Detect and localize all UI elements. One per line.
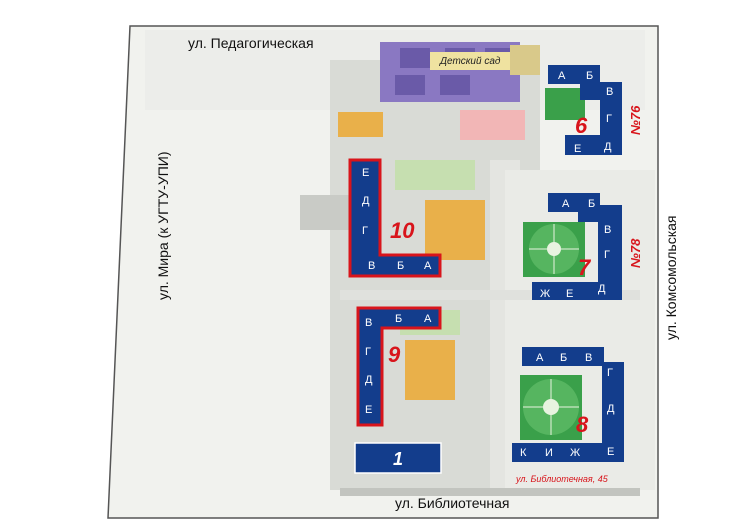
- building-7-number: 7: [578, 255, 592, 280]
- building-9-number: 9: [388, 342, 401, 367]
- building-7-section-zh: Ж: [540, 288, 550, 300]
- building-8-address: ул. Библиотечная, 45: [515, 474, 609, 484]
- park-8: [520, 375, 582, 440]
- building-8-section-zh: Ж: [570, 447, 580, 459]
- street-pedagogicheskaya: ул. Педагогическая: [188, 35, 314, 51]
- building-9: [356, 306, 442, 427]
- building-8-section-b: Б: [560, 352, 567, 364]
- building-9-section-v: В: [365, 317, 372, 329]
- orange-area-1: [338, 112, 383, 137]
- building-8-section-v: В: [585, 352, 592, 364]
- building-7-section-b: Б: [588, 198, 595, 210]
- building-10-section-b: Б: [397, 260, 404, 272]
- building-1-number: 1: [393, 449, 403, 469]
- building-10-section-v: В: [368, 260, 375, 272]
- building-9-section-a: А: [424, 313, 432, 325]
- building-9-section-d: Д: [365, 374, 373, 386]
- building-7-address: №78: [628, 238, 643, 268]
- park-6: [545, 88, 585, 120]
- street-bibliotechnaya: ул. Библиотечная: [395, 495, 509, 511]
- building-9-section-g: Г: [365, 346, 371, 358]
- green-courtyard-1: [395, 160, 475, 190]
- building-10-section-d: Д: [362, 195, 370, 207]
- building-9-section-e: Е: [365, 404, 372, 416]
- orange-area-2: [425, 200, 485, 260]
- building-7-section-e: Е: [566, 288, 573, 300]
- kindergarten-complex: [380, 42, 540, 102]
- building-10-section-e: Е: [362, 167, 369, 179]
- building-6-section-e: Е: [574, 143, 581, 155]
- building-7: [532, 193, 622, 300]
- building-6-section-v: В: [606, 86, 613, 98]
- street-mira: ул. Мира (к УГТУ-УПИ): [155, 151, 171, 300]
- building-8-section-d: Д: [607, 403, 615, 415]
- building-6-number: 6: [575, 113, 588, 138]
- kindergarten-label: Детский сад: [439, 56, 501, 67]
- building-6-section-b: Б: [586, 70, 593, 82]
- street-komsomolskaya: ул. Комсомольская: [663, 215, 679, 340]
- building-8-number: 8: [576, 412, 589, 437]
- building-7-section-d: Д: [598, 283, 606, 295]
- building-6-section-g: Г: [606, 113, 612, 125]
- building-6-address: №76: [628, 105, 643, 135]
- building-8-section-i: И: [545, 447, 553, 459]
- building-6-section-d: Д: [604, 141, 612, 153]
- building-10: [348, 158, 442, 278]
- building-8-section-g: Г: [607, 367, 613, 379]
- building-1: [354, 442, 442, 474]
- building-10-section-g: Г: [362, 225, 368, 237]
- building-6: [548, 65, 622, 155]
- building-6-section-a: А: [558, 70, 566, 82]
- park-7: [523, 222, 585, 277]
- building-10-section-a: А: [424, 260, 432, 272]
- sports-field: [460, 110, 525, 140]
- road-south: [340, 488, 640, 496]
- building-8-section-a: А: [536, 352, 544, 364]
- building-8-section-e: Е: [607, 446, 614, 458]
- building-7-section-g: Г: [604, 249, 610, 261]
- building-7-section-a: А: [562, 198, 570, 210]
- road-west: [300, 195, 350, 230]
- building-9-section-b: Б: [395, 313, 402, 325]
- building-8-section-k: К: [520, 447, 527, 459]
- building-7-section-v: В: [604, 224, 611, 236]
- orange-area-3: [405, 340, 455, 400]
- building-8: [512, 347, 624, 462]
- road-mid: [340, 290, 640, 300]
- building-10-number: 10: [390, 218, 415, 243]
